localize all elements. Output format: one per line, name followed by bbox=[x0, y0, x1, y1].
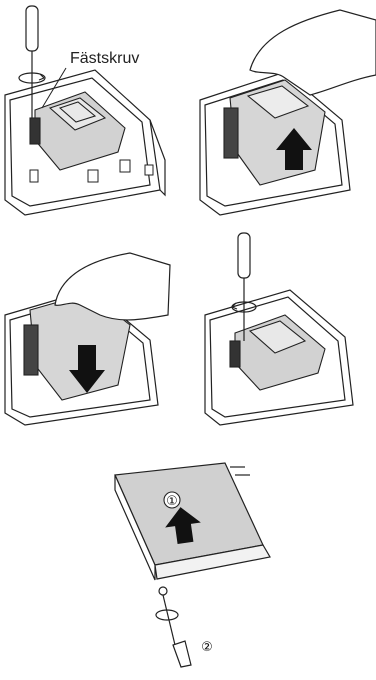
step-2-panel bbox=[190, 0, 376, 220]
step-1-panel: Fästskruv bbox=[0, 0, 185, 220]
step-2-number: ② bbox=[201, 640, 213, 655]
screwdriver-icon bbox=[156, 595, 191, 667]
screw-icon bbox=[159, 587, 167, 595]
step-3-panel bbox=[0, 235, 185, 430]
step-1-number: ① bbox=[166, 494, 178, 509]
step-4-panel bbox=[190, 225, 376, 430]
screw-callout-label: Fästskruv bbox=[70, 50, 139, 68]
step-5-panel: ① ② bbox=[95, 455, 285, 675]
